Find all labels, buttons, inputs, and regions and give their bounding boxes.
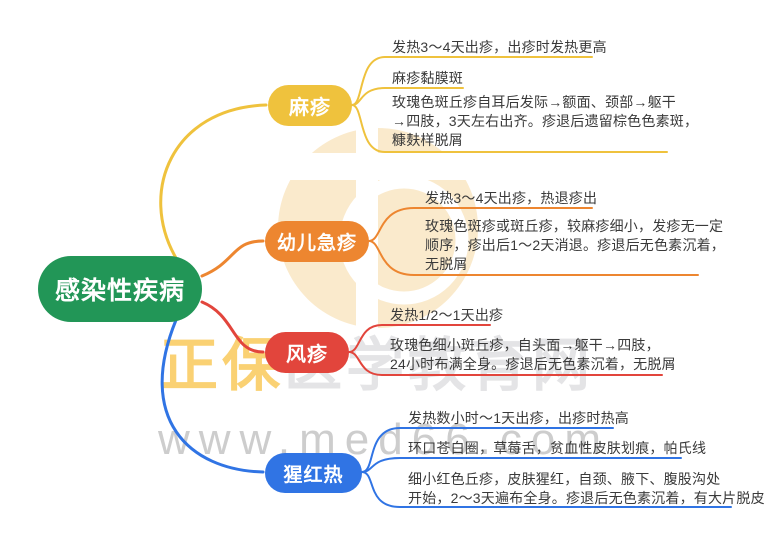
leaf-underline — [361, 457, 682, 473]
branch-curve-scarlet — [160, 318, 265, 474]
leaf-underline — [368, 240, 699, 276]
leaf-scarlet-rash[interactable]: 细小红色丘疹，皮肤猩红，自颈、腋下、腹股沟处 开始，2～3天遍布全身。疹退后无色… — [408, 471, 765, 506]
zhengbao-circle-logo-icon — [266, 120, 490, 336]
branch-node-rubella[interactable]: 风疹 — [265, 332, 349, 373]
branch-curve-rubella — [200, 300, 265, 354]
branch-node-scarlet-fever[interactable]: 猩红热 — [265, 453, 362, 493]
root-node-infectious-diseases[interactable]: 感染性疾病 — [38, 256, 202, 322]
leaf-scarlet-fever-onset[interactable]: 发热数小时～1天出疹，出疹时热高 — [408, 410, 629, 426]
leaf-underline — [351, 87, 464, 106]
leaf-underline — [351, 104, 668, 153]
leaf-scarlet-signs[interactable]: 环口苍白圈，草莓舌，贫血性皮肤划痕，帕氏线 — [408, 440, 707, 456]
branch-node-measles[interactable]: 麻疹 — [268, 85, 352, 126]
leaf-rubella-fever[interactable]: 发热1/2～1天出疹 — [390, 307, 504, 323]
branch-node-roseola[interactable]: 幼儿急疹 — [265, 221, 369, 262]
leaf-underline — [361, 471, 732, 508]
leaf-underline — [368, 207, 593, 242]
leaf-rubella-rash[interactable]: 玫瑰色细小斑丘疹，自头面→躯干→四肢， 24小时布满全身。疹退后无色素沉着，无脱… — [390, 337, 676, 372]
branch-curve-measles — [159, 103, 268, 260]
leaf-measles-rash[interactable]: 玫瑰色斑丘疹自耳后发际→额面、颈部→躯干 →四肢，3天左右出齐。疹退后遗留棕色色… — [392, 94, 699, 148]
leaf-underline — [348, 351, 663, 376]
leaf-measles-fever[interactable]: 发热3～4天出疹，出疹时发热更高 — [392, 39, 607, 55]
branch-curve-roseola — [200, 239, 265, 278]
leaf-roseola-rash[interactable]: 玫瑰色斑疹或斑丘疹，较麻疹细小，发疹无一定 顺序，疹出后1～2天消退。疹退后无色… — [425, 218, 725, 272]
leaf-underline — [348, 324, 491, 353]
leaf-measles-koplik-spots[interactable]: 麻疹黏膜斑 — [392, 70, 463, 86]
leaf-roseola-fever[interactable]: 发热3～4天出疹，热退疹出 — [425, 190, 598, 206]
